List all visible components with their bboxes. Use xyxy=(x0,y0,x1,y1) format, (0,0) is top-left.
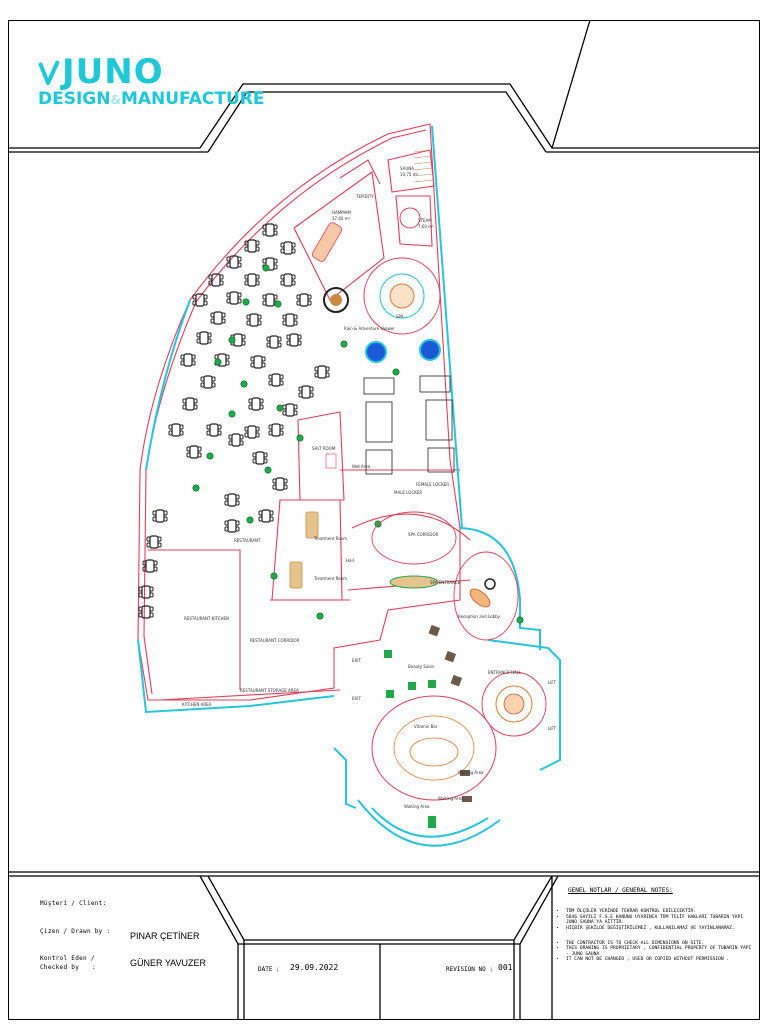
label-treatment-2: Treatment Room xyxy=(313,576,347,581)
logo-tagline: DESIGN&MANUFACTURE xyxy=(38,89,264,110)
label-restaurant-kitchen: RESTAURANT KITCHEN xyxy=(184,616,229,621)
label-entrance-hall: ENTRANCE HALL xyxy=(488,670,522,675)
label-spa-corridor: SPA CORRIDOR xyxy=(408,532,439,537)
label-lift-1: LIFT xyxy=(548,680,557,685)
logo-ampersand: & xyxy=(110,93,121,107)
label-spa-pool: SPA xyxy=(396,314,404,319)
company-logo: JUNO DESIGN&MANUFACTURE xyxy=(38,55,264,110)
date-label: DATE : xyxy=(258,966,280,973)
treatment-beds xyxy=(289,453,337,589)
label-hammam: HAMMAM xyxy=(332,210,351,215)
label-steam-area: 7,60 m² xyxy=(418,224,434,229)
label-exit-2: EXIT xyxy=(352,696,361,701)
room-labels: SAUNA 10,75 m² HAMMAM 17,60 m² TEPIDITY … xyxy=(182,166,557,809)
reception-desk xyxy=(469,578,496,608)
label-rain-shower: Rain & Adventure shower xyxy=(344,326,395,331)
label-male-locker: MALE LOCKER xyxy=(394,490,422,495)
label-wet-area: Wet Area xyxy=(352,464,371,469)
note-tr-3: HİÇBİR ŞEKİLDE DEĞİŞTİRİLEMEZ , KULLANIL… xyxy=(566,926,756,931)
walls xyxy=(137,123,471,701)
label-hall: Hall xyxy=(346,558,354,563)
beauty-salon xyxy=(384,575,463,698)
revision-label: REVISION NO : xyxy=(446,966,493,973)
drawn-by-label: Çizen / Drawn by : xyxy=(40,928,111,935)
logo-v-mark-icon xyxy=(38,61,60,85)
checked-by-value: GÜNER YAVUZER xyxy=(130,958,207,968)
label-reception: Reception and Lobby xyxy=(458,614,501,619)
hammam xyxy=(312,222,349,313)
plants xyxy=(192,264,524,624)
glass-facades xyxy=(137,125,561,847)
logo-brand: JUNO xyxy=(38,55,264,89)
logo-tagline-left: DESIGN xyxy=(38,89,111,109)
checked-by-label-1: Kontrol Eden / xyxy=(40,955,95,962)
lockers xyxy=(363,375,455,475)
note-tr-2: 5846 SAYILI F.S.E KANUNU UYARINCA TÜM TE… xyxy=(566,915,756,926)
notes-english-list: THE CONTRACTOR IS TO CHECK ALL DIMENSION… xyxy=(556,941,756,963)
checked-by-label-2: Checked by xyxy=(40,964,80,971)
label-exit-1: EXIT xyxy=(352,658,361,663)
label-sauna-area: 10,75 m² xyxy=(400,172,419,177)
label-restaurant-corridor: RESTAURANT CORRIDOR xyxy=(250,638,300,643)
label-salt-room: SALT ROOM xyxy=(312,446,336,451)
label-treatment-1: Treatment Room xyxy=(313,536,347,541)
restaurant-tables xyxy=(138,223,330,619)
label-beauty-salon: Beauty Salon xyxy=(408,664,435,669)
date-value: 29.09.2022 xyxy=(290,963,339,972)
label-hammam-area: 17,60 m² xyxy=(332,216,351,221)
drawing-sheet xyxy=(8,20,760,1020)
label-waiting-right: Waiting Area xyxy=(458,770,484,775)
waiting-furniture xyxy=(428,770,472,828)
note-en-3: IT CAN NOT BE CHANGED , USED OR COPIED W… xyxy=(566,957,756,962)
note-en-2: THIS DRAWING IS PROPRIETARY , CONFIDENTI… xyxy=(566,946,756,957)
client-label: Müşteri / Client: xyxy=(40,900,107,907)
drawn-by-value: PINAR ÇETİNER xyxy=(130,931,200,941)
label-kitchen-area: KITCHEN AREA xyxy=(182,702,212,707)
general-notes: GENEL NOTLAR / GENERAL NOTES: TÜM ÖLÇÜLE… xyxy=(556,887,756,963)
note-en-1: THE CONTRACTOR IS TO CHECK ALL DIMENSION… xyxy=(566,941,756,946)
revision-value: 001 xyxy=(498,963,513,972)
label-restaurant-storage: RESTAURANT STORAGE AREA xyxy=(240,688,299,693)
logo-tagline-right: MANUFACTURE xyxy=(120,89,265,109)
label-female-locker: FEMALE LOCKER xyxy=(416,482,449,487)
label-waiting-mid: Waiting Area xyxy=(438,796,464,801)
note-tr-1: TÜM ÖLÇÜLER YERİNDE TEKRAR KONTROL EDİLE… xyxy=(566,909,756,914)
label-steam: STEAM xyxy=(418,218,432,223)
label-vitamin-bar: Vitamin Bar xyxy=(414,724,438,729)
label-spa-entrance: SPA ENTRANCE xyxy=(430,580,461,585)
label-tepidity: TEPIDITY xyxy=(355,194,374,199)
spa-pool xyxy=(363,207,441,363)
checked-by-colon: : xyxy=(92,964,96,971)
notes-turkish-list: TÜM ÖLÇÜLER YERİNDE TEKRAR KONTROL EDİLE… xyxy=(556,909,756,931)
label-lift-2: LIFT xyxy=(548,726,557,731)
logo-brand-text: JUNO xyxy=(62,52,164,92)
spa-corridor-rings xyxy=(371,511,547,801)
notes-title: GENEL NOTLAR / GENERAL NOTES: xyxy=(568,887,673,894)
label-waiting-left: Waiting Area xyxy=(404,804,430,809)
label-restaurant: RESTAURANT xyxy=(234,538,261,543)
label-sauna: SAUNA xyxy=(400,166,414,171)
sauna-benches xyxy=(413,149,434,183)
